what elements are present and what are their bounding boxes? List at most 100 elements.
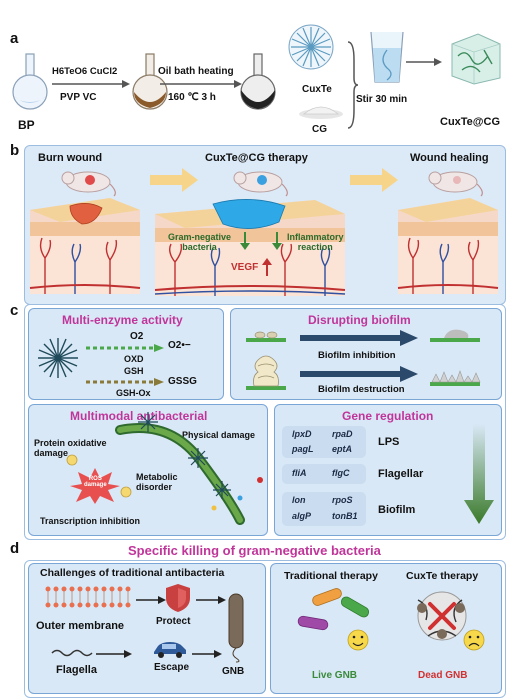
gene-lon: lon	[292, 495, 306, 505]
biofilm-gene-box	[282, 492, 366, 526]
outer-membrane-label: Outer membrane	[36, 620, 125, 632]
nanoparticle-icon	[38, 338, 78, 378]
beaker-stir-icon	[370, 31, 404, 83]
gsh-ox-label: GSH-Ox	[116, 388, 151, 398]
conditions-label: 160 ℃ 3 h	[168, 92, 216, 103]
ros-bulb-icon	[66, 454, 78, 466]
downregulation-arrow-icon	[464, 424, 494, 524]
gene-flia: fliA	[292, 468, 307, 478]
multimodal-title: Multimodal antibacterial	[70, 409, 208, 423]
flagellar-label: Flagellar	[378, 468, 424, 480]
arrow-d2-icon	[196, 596, 226, 604]
progress-arrow-1-icon	[150, 168, 198, 192]
arrow-d4-icon	[192, 650, 222, 658]
flagella-icon	[51, 649, 93, 657]
gshox-arrow-icon	[86, 378, 164, 386]
o2-label: O2	[130, 331, 144, 342]
biofilm-destruction-right-icon	[430, 370, 481, 386]
multi-enzyme-box	[28, 308, 224, 400]
flask-brown-icon	[132, 53, 168, 110]
hydrogel-cube-icon	[451, 33, 501, 85]
o2-radical-label: O2•−	[168, 340, 191, 351]
skin-burn-block	[29, 198, 141, 294]
biofilm-inhibition-right-icon	[430, 329, 480, 342]
arrow-d1-icon	[136, 596, 166, 604]
biofilm-title: Disrupting biofilm	[308, 313, 411, 327]
oxd-label: OXD	[124, 354, 144, 364]
multi-enzyme-title: Multi-enzyme activity	[62, 313, 183, 327]
cuxte-therapy-label: CuxTe therapy	[406, 570, 479, 582]
gene-title: Gene regulation	[342, 409, 434, 423]
panel-a-letter: a	[10, 30, 19, 47]
inhibition-label: Biofilm inhibition	[318, 350, 396, 361]
brace-icon	[347, 41, 359, 129]
cuxte-label: CuxTe	[302, 84, 332, 95]
lps-label: LPS	[378, 436, 400, 448]
shield-icon	[166, 584, 190, 612]
physical-damage-label: Physical damage	[182, 430, 256, 440]
gsh-label: GSH	[124, 366, 144, 376]
gnb-label: GNB	[222, 666, 245, 677]
panel-d-letter: d	[10, 540, 20, 557]
mouse-therapy-icon	[233, 171, 288, 197]
dead-gnb-label: Dead GNB	[418, 670, 468, 681]
reagents-bottom: PVP VC	[60, 92, 97, 103]
gram-negative-label: Gram-negative bacteria	[168, 232, 232, 252]
reagents-top: H6TeO6 CuCl2	[52, 66, 118, 77]
burn-wound-label: Burn wound	[38, 152, 103, 164]
panel-b-letter: b	[10, 142, 20, 159]
oxd-arrow-icon	[86, 344, 164, 352]
bp-label: BP	[18, 118, 35, 132]
arrow-a1-icon	[52, 80, 130, 88]
panel-d-title: Specific killing of gram-negative bacter…	[128, 543, 381, 558]
flask-black-icon	[240, 53, 276, 110]
product-label: CuxTe@CG	[440, 116, 501, 128]
biofilm-inhibition-left-icon	[246, 331, 286, 342]
inflammatory-label: Inflammatory reaction	[287, 232, 344, 252]
arrow-a2-icon	[160, 80, 242, 88]
car-icon	[154, 642, 186, 658]
live-gnb-label: Live GNB	[312, 670, 358, 681]
ros-label: ROS damage	[84, 476, 107, 488]
gene-epta: eptA	[332, 444, 352, 454]
live-bacteria-icon	[297, 588, 370, 651]
protein-damage-label: Protein oxidative damage	[34, 438, 107, 458]
down-arrow-gram-icon	[240, 232, 250, 250]
transcription-label: Transcription inhibition	[40, 516, 140, 526]
flask-bp-icon	[12, 53, 48, 110]
lps-gene-box	[282, 426, 366, 458]
down-arrow-inflam-icon	[272, 232, 282, 250]
outer-membrane-icon	[45, 586, 131, 608]
healing-label: Wound healing	[410, 152, 489, 164]
gnb-rod-icon	[228, 593, 244, 663]
challenges-box	[28, 563, 266, 694]
escape-label: Escape	[154, 662, 190, 673]
nanoparticle-zoom-icon	[288, 24, 334, 70]
therapy-compare-box	[270, 563, 502, 694]
metabolic-bulb-icon	[120, 486, 132, 498]
skin-healed-block	[397, 198, 499, 294]
gene-flgc: flgC	[332, 468, 350, 478]
progress-arrow-2-icon	[350, 168, 398, 192]
gene-tonb1: tonB1	[332, 511, 358, 521]
up-arrow-vegf-icon	[262, 258, 272, 276]
gene-rpad: rpaD	[332, 429, 353, 439]
protect-label: Protect	[156, 616, 191, 627]
biofilm-gene-label: Biofilm	[378, 504, 416, 516]
mouse-healed-icon	[428, 171, 483, 197]
cg-powder-icon	[299, 106, 343, 119]
mouse-burn-icon	[61, 171, 116, 197]
ros-burst-icon	[70, 468, 120, 504]
flagella-label: Flagella	[56, 664, 97, 676]
gene-pagl: pagL	[292, 444, 314, 454]
arrow-a3-icon	[406, 58, 442, 66]
stir-label: Stir 30 min	[356, 94, 408, 105]
vegf-label: VEGF	[231, 262, 259, 273]
panel-c-letter: c	[10, 302, 19, 319]
gssg-label: GSSG	[168, 376, 197, 387]
inhibition-arrow-icon	[300, 330, 418, 346]
gene-lpxd: lpxD	[292, 429, 312, 439]
flag-gene-box	[282, 464, 366, 484]
destruction-label: Biofilm destruction	[318, 384, 405, 395]
arrow-d3-icon	[96, 650, 132, 658]
